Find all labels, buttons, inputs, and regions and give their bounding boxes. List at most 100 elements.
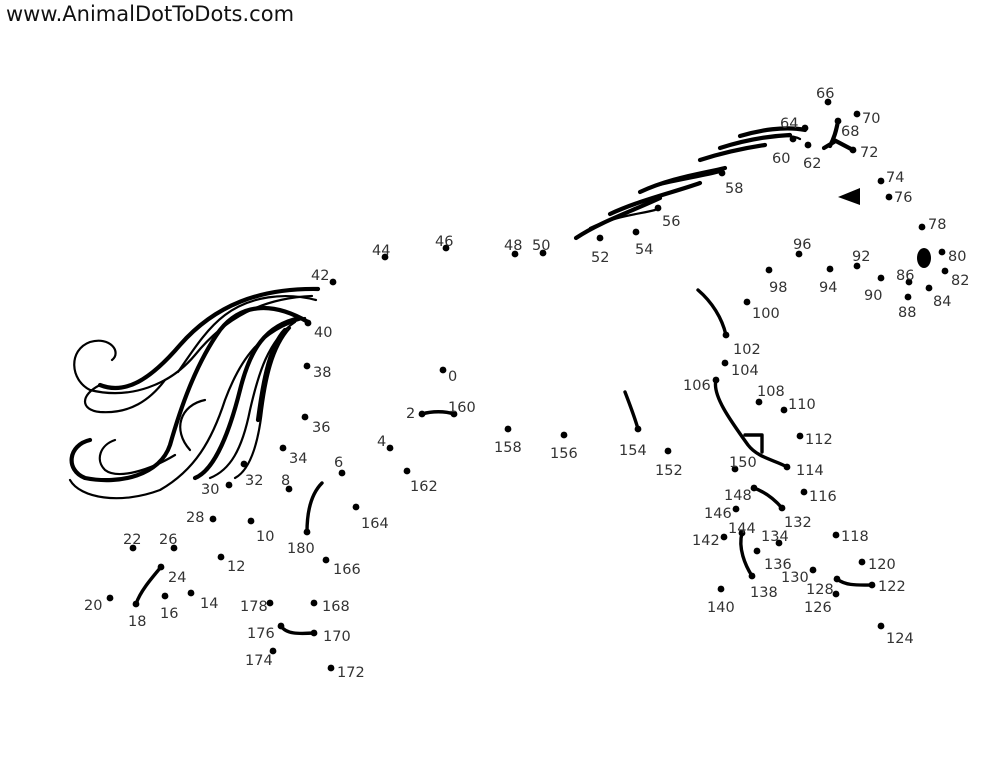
dot-number-label: 36 bbox=[312, 420, 330, 436]
dot-marker bbox=[266, 599, 274, 607]
dot-number-label: 126 bbox=[804, 600, 832, 616]
dot-number-label: 94 bbox=[819, 280, 837, 296]
dot-number-label: 164 bbox=[361, 516, 389, 532]
dot-92: 92 bbox=[852, 249, 870, 270]
dot-number-label: 58 bbox=[725, 181, 743, 197]
dot-marker bbox=[634, 425, 642, 433]
dot-30: 30 bbox=[201, 481, 233, 498]
dot-number-label: 102 bbox=[733, 342, 761, 358]
dot-number-label: 60 bbox=[772, 151, 790, 167]
dot-24: 24 bbox=[157, 563, 186, 586]
dot-174: 174 bbox=[245, 647, 277, 669]
dot-72: 72 bbox=[849, 145, 878, 161]
dot-124: 124 bbox=[877, 622, 914, 647]
dot-number-label: 132 bbox=[784, 515, 812, 531]
dot-marker bbox=[157, 563, 165, 571]
face-details bbox=[821, 118, 931, 268]
dot-number-label: 0 bbox=[448, 369, 457, 385]
dot-98: 98 bbox=[765, 266, 787, 296]
dot-46: 46 bbox=[435, 234, 453, 252]
dot-number-label: 80 bbox=[948, 249, 966, 265]
dot-number-label: 160 bbox=[448, 400, 476, 416]
dot-marker bbox=[132, 600, 140, 608]
dot-54: 54 bbox=[632, 228, 653, 258]
dot-162: 162 bbox=[403, 467, 438, 495]
dot-marker bbox=[504, 425, 512, 433]
dot-number-label: 16 bbox=[160, 606, 178, 622]
dot-marker bbox=[722, 331, 730, 339]
dot-marker bbox=[170, 544, 178, 552]
dot-172: 172 bbox=[327, 664, 365, 681]
dot-marker bbox=[717, 585, 725, 593]
dot-marker bbox=[941, 267, 949, 275]
dot-marker bbox=[800, 488, 808, 496]
dot-marker bbox=[809, 566, 817, 574]
dot-number-label: 54 bbox=[635, 242, 653, 258]
dot-marker bbox=[938, 248, 946, 256]
dot-number-label: 156 bbox=[550, 446, 578, 462]
dot-number-label: 170 bbox=[323, 629, 351, 645]
dot-number-label: 88 bbox=[898, 305, 916, 321]
dot-102: 102 bbox=[722, 331, 761, 358]
dot-88: 88 bbox=[898, 293, 916, 321]
site-url: www.AnimalDotToDots.com bbox=[6, 2, 295, 26]
dot-34: 34 bbox=[279, 444, 307, 467]
dot-number-label: 140 bbox=[707, 600, 735, 616]
dot-number-label: 120 bbox=[868, 557, 896, 573]
dot-94: 94 bbox=[819, 265, 837, 296]
dot-154: 154 bbox=[619, 425, 647, 459]
dot-74: 74 bbox=[877, 170, 904, 186]
dot-marker bbox=[225, 481, 233, 489]
dot-marker bbox=[418, 410, 426, 418]
dot-number-label: 142 bbox=[692, 533, 720, 549]
dot-150: 150 bbox=[729, 455, 757, 473]
dot-50: 50 bbox=[532, 238, 550, 257]
dot-number-label: 74 bbox=[886, 170, 904, 186]
dot-52: 52 bbox=[591, 234, 609, 266]
dot-marker bbox=[539, 249, 547, 257]
dot-number-label: 148 bbox=[724, 488, 752, 504]
dot-number-label: 90 bbox=[864, 288, 882, 304]
dot-marker bbox=[783, 463, 791, 471]
dot-116: 116 bbox=[800, 488, 837, 505]
dot-number-label: 98 bbox=[769, 280, 787, 296]
tail-illustration bbox=[68, 286, 321, 500]
dot-number-label: 144 bbox=[728, 521, 756, 537]
dot-marker bbox=[877, 274, 885, 282]
dot-marker bbox=[217, 553, 225, 561]
dot-130: 130 bbox=[781, 566, 817, 586]
dot-marker bbox=[209, 515, 217, 523]
dot-marker bbox=[322, 556, 330, 564]
dot-86: 86 bbox=[896, 268, 914, 286]
dot-number-label: 86 bbox=[896, 268, 914, 284]
dot-number-label: 26 bbox=[159, 532, 177, 548]
dot-138: 138 bbox=[748, 572, 778, 601]
dot-marker bbox=[775, 539, 783, 547]
dot-38: 38 bbox=[303, 362, 331, 381]
dot-marker bbox=[664, 447, 672, 455]
dot-marker bbox=[442, 244, 450, 252]
dot-number-label: 70 bbox=[862, 111, 880, 127]
numbered-dots: 0246810121416182022242628303234363840424… bbox=[84, 86, 969, 681]
dot-number-label: 14 bbox=[200, 596, 218, 612]
dot-marker bbox=[778, 504, 786, 512]
dot-14: 14 bbox=[187, 589, 218, 612]
dot-number-label: 176 bbox=[247, 626, 275, 642]
dot-number-label: 96 bbox=[793, 237, 811, 253]
dot-60: 60 bbox=[772, 135, 797, 167]
dot-number-label: 108 bbox=[757, 384, 785, 400]
dot-number-label: 4 bbox=[377, 434, 386, 450]
dot-marker bbox=[905, 278, 913, 286]
dot-4: 4 bbox=[377, 434, 394, 452]
dot-marker bbox=[721, 359, 729, 367]
dot-number-label: 24 bbox=[168, 570, 186, 586]
dot-number-label: 150 bbox=[729, 455, 757, 471]
dot-marker bbox=[718, 169, 726, 177]
dot-58: 58 bbox=[718, 169, 743, 197]
dot-170: 170 bbox=[310, 629, 351, 645]
dot-number-label: 134 bbox=[761, 529, 789, 545]
dot-marker bbox=[329, 278, 337, 286]
dot-160: 160 bbox=[448, 400, 476, 418]
dot-marker bbox=[269, 647, 277, 655]
dot-number-label: 8 bbox=[281, 473, 290, 489]
